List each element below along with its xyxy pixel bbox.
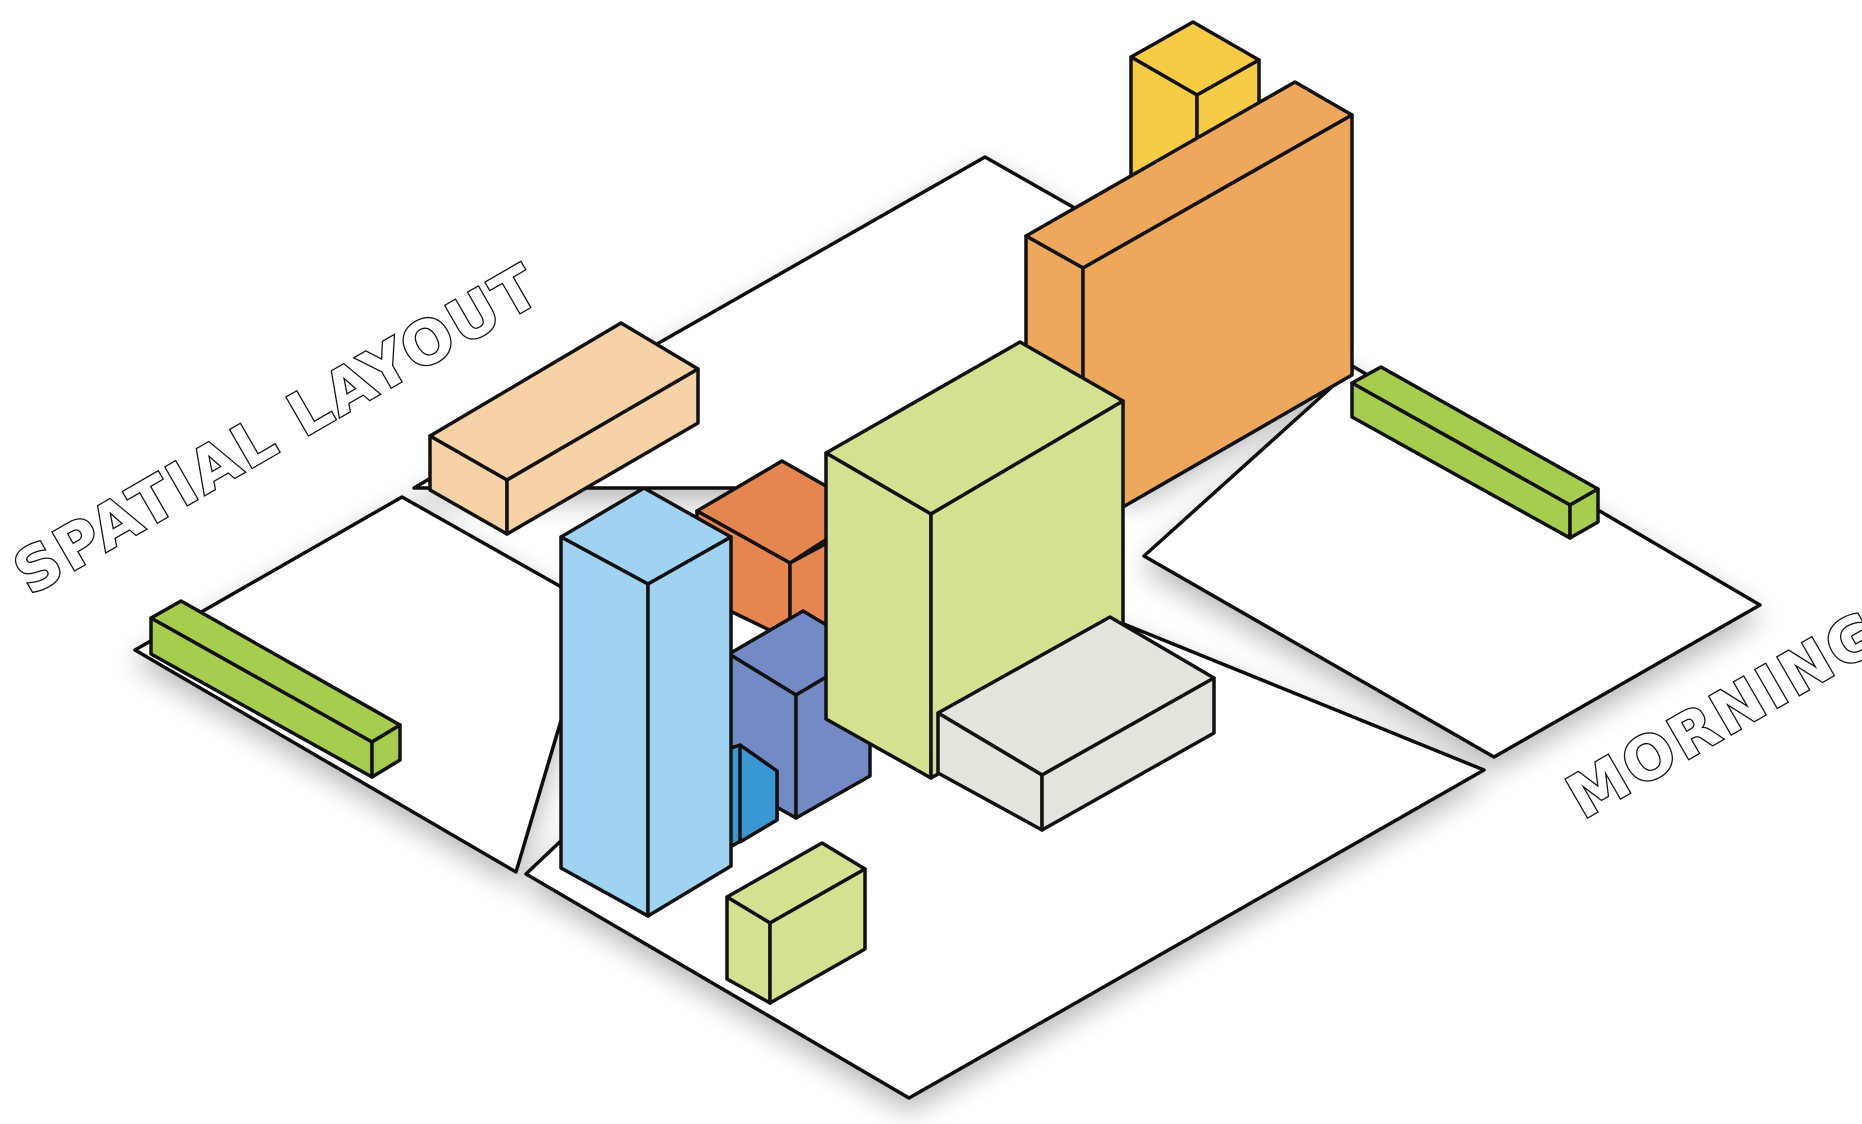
light-gray-block-side xyxy=(1040,676,1216,832)
peach-block-side xyxy=(505,367,700,536)
light-blue-tower xyxy=(559,486,733,918)
light-blue-tower-front xyxy=(559,535,650,918)
blue-small-block xyxy=(723,743,779,852)
pale-green-small-block xyxy=(725,841,867,1005)
light-gray-block xyxy=(936,615,1216,832)
green-bar-left-side xyxy=(370,723,402,779)
peach-block xyxy=(428,321,700,536)
pale-green-small-block-side xyxy=(768,867,867,1005)
blue-small-block-side xyxy=(738,743,779,844)
green-bar-left xyxy=(149,599,402,779)
light-blue-tower-side xyxy=(646,535,733,918)
ground-plate-right xyxy=(1142,365,1762,759)
ground-plate-left xyxy=(133,495,597,874)
green-bar-right xyxy=(1350,365,1600,540)
green-bar-right-side xyxy=(1568,487,1600,540)
